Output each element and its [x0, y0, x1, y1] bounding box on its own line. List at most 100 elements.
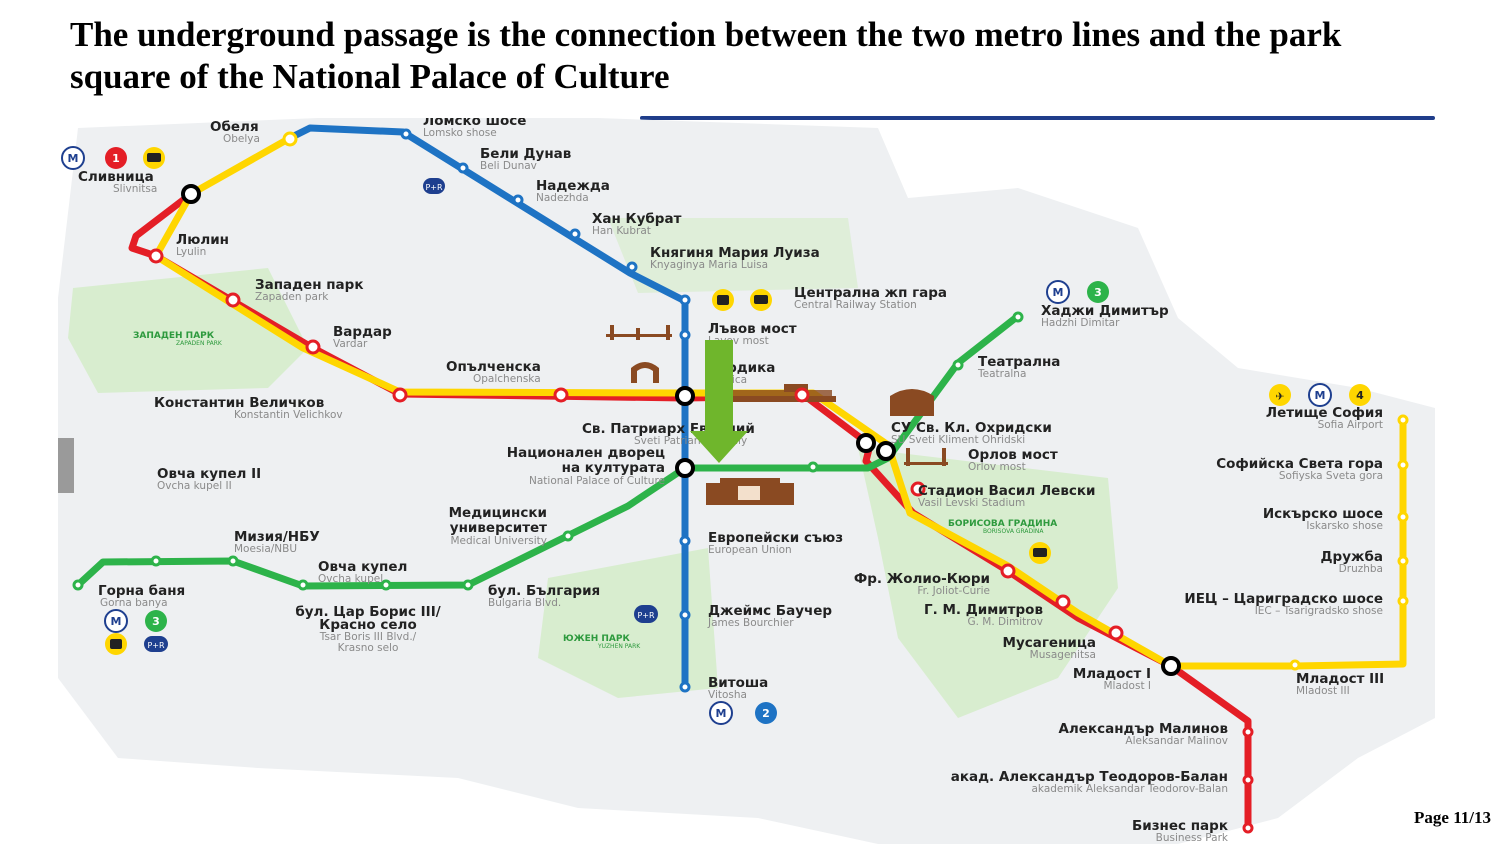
station-label-ovcha: Овча купел	[318, 559, 407, 575]
station-sub-malinov: Aleksandar Malinov	[1125, 735, 1228, 747]
dot-letishte	[1397, 414, 1409, 426]
station-sub-vardar: Vardar	[333, 338, 368, 350]
bridge-icon	[606, 325, 672, 340]
dot-beli	[457, 162, 469, 174]
svg-text:✈: ✈	[1275, 390, 1284, 403]
park-zapaden-shape	[68, 268, 308, 393]
dot-musagenitsa	[1108, 625, 1124, 641]
dot-obelya	[282, 131, 298, 147]
dot-mladost1	[1161, 656, 1181, 676]
dot-orlov	[876, 441, 896, 461]
bus-icon-glyph	[147, 153, 161, 162]
station-sub-ndk: National Palace of Culture	[529, 475, 665, 487]
park-ride-icon	[144, 636, 168, 652]
svg-text:M: M	[1053, 286, 1064, 299]
dot-stadion	[910, 481, 926, 497]
dot-joliot	[1000, 563, 1016, 579]
line-1-badge-label: 1	[112, 152, 120, 165]
station-label-sveta: Софийска Света гора	[1216, 456, 1383, 472]
station-sub-hankubrat: Han Kubrat	[592, 225, 651, 237]
station-sub-ovcha: Ovcha kupel	[318, 573, 383, 585]
station-label-vardar: Вардар	[333, 324, 392, 340]
station-label-bourchier: Джеймс Баучер	[708, 603, 832, 619]
park-yuzhen-shape	[538, 548, 718, 698]
station-label-meditsinski: Медицински	[449, 505, 547, 521]
metro-map-svg: ЗАПАДЕН ПАРК ZAPADEN PARK БОРИСОВА ГРАДИ…	[58, 118, 1435, 844]
station-sub-sveta: Sofiyska Sveta gora	[1279, 470, 1383, 482]
dot-hankubrat	[569, 228, 581, 240]
station-label-nadezhda: Надежда	[536, 178, 610, 194]
dot-su	[856, 433, 876, 453]
passage-arrow-icon	[690, 340, 748, 463]
station-sub-teatralna: Teatralna	[977, 368, 1026, 380]
station-label-joliot: Фр. Жолио-Кюри	[854, 571, 990, 587]
line-4-badge	[1349, 384, 1371, 406]
station-label-stadion: Стадион Васил Левски	[918, 483, 1096, 499]
metro-map: ЗАПАДЕН ПАРК ZAPADEN PARK БОРИСОВА ГРАДИ…	[58, 118, 1435, 844]
station-label-druzhba: Дружба	[1321, 549, 1383, 565]
train-badges	[712, 289, 772, 311]
station-label-musagenitsa: Мусагеница	[1003, 635, 1096, 651]
station-label-vitosha: Витоша	[708, 675, 768, 691]
line-3-green	[74, 312, 1022, 590]
metro-icon	[709, 701, 733, 725]
station-sub-obelya: Obelya	[223, 133, 260, 145]
station-label-malinov: Александър Малинов	[1058, 721, 1228, 737]
station-label-hankubrat: Хан Кубрат	[592, 211, 682, 227]
dot-evropeyski	[679, 535, 691, 547]
station-sub-knyaginya: Knyaginya Maria Luisa	[650, 259, 768, 271]
station-label-beli: Бели Дунав	[480, 146, 571, 162]
metro-icon	[104, 609, 128, 633]
station-label-knyaginya: Княгиня Мария Луиза	[650, 245, 820, 261]
station-sub-lyulin: Lyulin	[176, 246, 206, 258]
dot-iec	[1397, 595, 1409, 607]
park-ride-icon: P+R	[423, 178, 445, 194]
dot-ndk	[675, 458, 695, 478]
station-label-hadzhi: Хаджи Димитър	[1041, 303, 1169, 319]
station-sub-ovcha2: Ovcha kupel II	[157, 480, 232, 492]
station-label-su: СУ Св. Кл. Охридски	[891, 420, 1052, 436]
station-sub-zapaden: Zapaden park	[255, 291, 329, 303]
station-sub-miziya: Moesia/NBU	[234, 543, 297, 555]
park-north-shape	[608, 218, 858, 293]
dot-bulgaria	[462, 579, 474, 591]
station-label-slivnitsa: Сливница	[78, 169, 154, 185]
station-sub-opalchenska: Opalchenska	[473, 373, 541, 385]
station-label-ndk: Национален дворец	[507, 445, 665, 461]
station-label-letishte: Летище София	[1266, 405, 1383, 421]
side-tab	[58, 438, 74, 493]
station-sub-tsarboris: Tsar Boris III Blvd./	[319, 631, 417, 643]
dot-gorna	[72, 579, 84, 591]
svg-text:P+R: P+R	[147, 641, 165, 650]
station-sub-bulgaria: Bulgaria Blvd.	[488, 597, 561, 609]
ndk-building-icon	[706, 478, 794, 505]
station-label-bulgaria: бул. България	[488, 583, 600, 599]
station-label-gorna: Горна баня	[98, 583, 185, 599]
dot-iskarsko	[1397, 511, 1409, 523]
station-sub-lomsko: Lomsko shose	[423, 127, 497, 139]
metro-icon-glyph: M	[68, 152, 79, 165]
station-sub-dimitrov: G. M. Dimitrov	[967, 616, 1043, 628]
station-label-iec: ИЕЦ – Цариградско шосе	[1184, 591, 1383, 607]
station-sub-iskarsko: Iskarsko shose	[1306, 520, 1383, 532]
station-sub-velichkov: Konstantin Velichkov	[234, 409, 343, 421]
station-sub-bourchier: James Bourchier	[707, 617, 794, 629]
palace-icon	[706, 384, 836, 402]
dot-druzhba	[1397, 555, 1409, 567]
badge-group-vitosha: M 2	[709, 701, 777, 725]
dot-knyaginya	[626, 261, 638, 273]
station-label-tsarboris: бул. Цар Борис III/	[295, 604, 440, 620]
dot-ovcha	[297, 579, 309, 591]
station-sub-beli: Beli Dunav	[480, 160, 537, 172]
park-yuzhen-label: ЮЖЕН ПАРК	[563, 634, 630, 644]
svg-text:P+R: P+R	[637, 611, 655, 620]
line-3-badge	[1087, 281, 1109, 303]
station-label-mladost1: Младост I	[1073, 666, 1151, 682]
page-number: Page 11/13	[1414, 808, 1491, 827]
station-label-evropeyski: Европейски съюз	[708, 530, 843, 546]
metro-icon	[1308, 383, 1332, 407]
station-sub-hadzhi: Hadzhi Dimitar	[1041, 317, 1120, 329]
line-4-badge-label: 4	[1356, 389, 1364, 402]
park-borisova-sub: BORISOVA GRADINA	[983, 528, 1044, 535]
station-sub-mladost1: Mladost I	[1103, 680, 1151, 692]
